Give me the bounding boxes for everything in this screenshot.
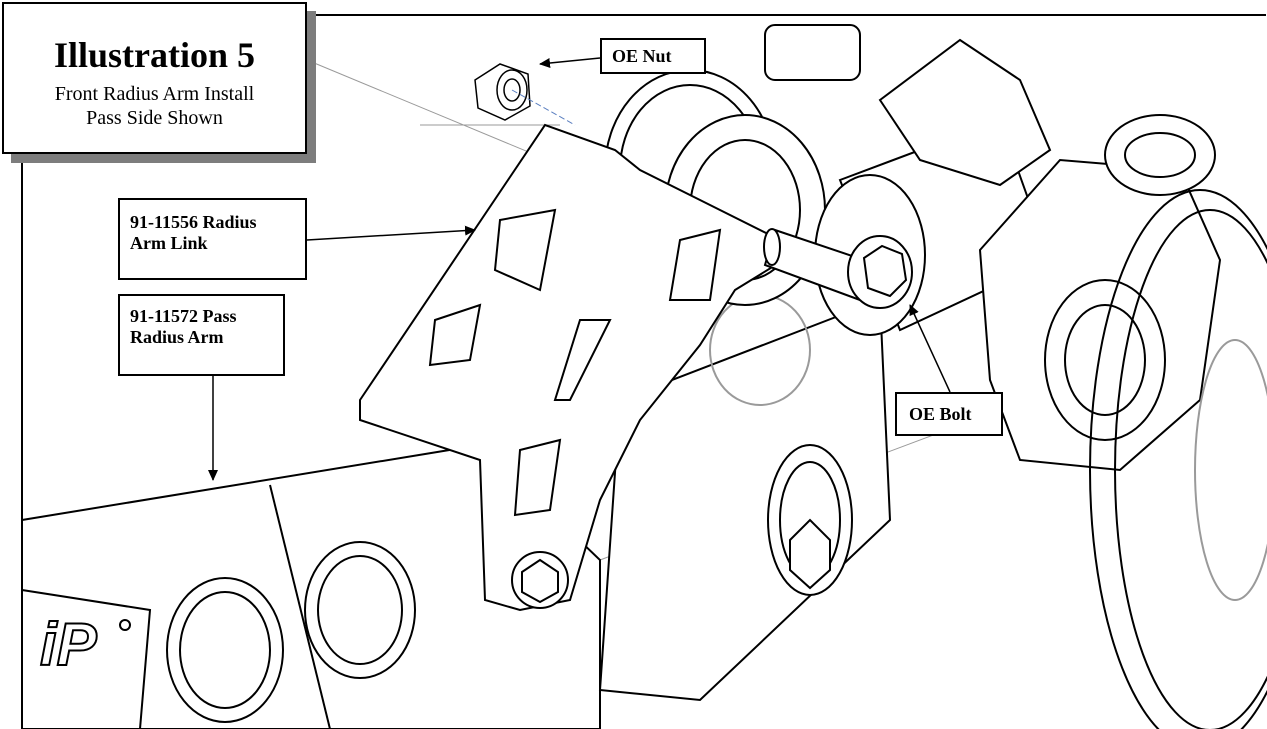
callout-oe-nut: OE Nut — [600, 38, 706, 74]
knuckle-hub-part — [764, 24, 1267, 729]
radius-arm-part: iP — [21, 443, 601, 729]
illustration-title-box: Illustration 5 Front Radius Arm Install … — [2, 2, 307, 154]
leader-lines — [208, 57, 951, 481]
illustration-subtitle-line1: Front Radius Arm Install — [54, 83, 255, 105]
oe-nut-part — [474, 63, 531, 121]
nut-centerline — [511, 89, 576, 126]
callout-radius-arm-link-line1: 91-11556 Radius — [130, 212, 257, 232]
oe-bolt-part — [763, 228, 913, 309]
leader-oe-bolt — [909, 304, 951, 393]
illustration-title: Illustration 5 — [53, 35, 256, 75]
callout-oe-bolt-label: OE Bolt — [909, 404, 972, 424]
callout-radius-arm-link-line2: Arm Link — [130, 232, 208, 253]
illustration-subtitle-line2: Pass Side Shown — [86, 107, 223, 129]
callout-radius-arm-link: 91-11556 Radius Arm Link — [118, 198, 307, 280]
radius-arm-link-part — [359, 123, 803, 612]
callout-pass-radius-arm-line1: 91-11572 Pass — [130, 306, 237, 326]
brand-logo-glyph: iP — [40, 611, 98, 678]
callout-pass-radius-arm-line2: Radius Arm — [130, 326, 224, 347]
callout-pass-radius-arm: 91-11572 Pass Radius Arm — [118, 294, 285, 376]
callout-oe-nut-label: OE Nut — [612, 46, 672, 66]
leader-oe-nut — [539, 57, 601, 68]
callout-oe-bolt: OE Bolt — [895, 392, 1003, 436]
leader-radius-arm-link — [306, 225, 476, 241]
